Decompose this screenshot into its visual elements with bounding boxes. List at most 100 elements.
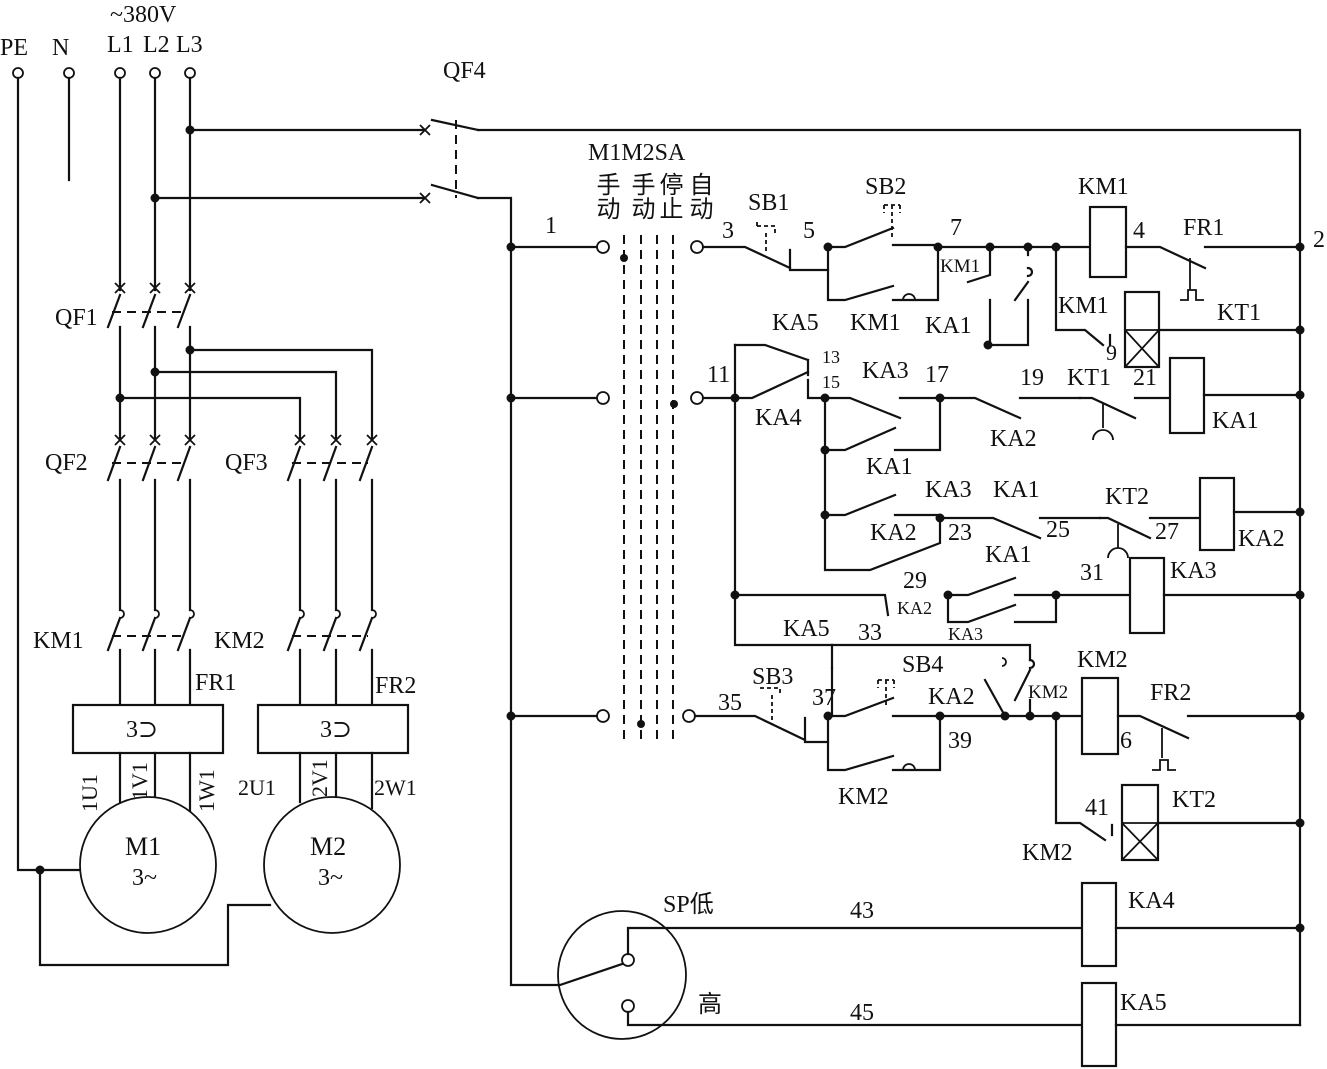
fr2-contact-actuator [1152, 728, 1176, 771]
ka1-contact-top [966, 245, 992, 347]
node-9: 9 [1106, 340, 1117, 365]
node-41: 41 [1085, 795, 1109, 821]
selector-header: M1M2SA [588, 140, 686, 166]
qf4-x-top [419, 124, 431, 136]
m2-leads [298, 751, 374, 810]
km1-coil-label: KM1 [1078, 174, 1129, 200]
junction-rail-ka3 [1295, 590, 1305, 600]
junction-rail-km1 [1295, 242, 1305, 252]
ka3-coil-label: KA3 [1170, 558, 1217, 584]
sb3-label: SB3 [752, 664, 793, 690]
fr1-thermal-relay [71, 703, 225, 755]
selector-switch-sa: M1M2SA 手动 手动 停止 自动 1 [509, 140, 712, 742]
supply-voltage-label: ~380V [110, 2, 177, 28]
km2-self-label: KM2 [1028, 682, 1068, 703]
sa-left-contact-1 [596, 240, 610, 254]
junction-rail-ka1 [1295, 390, 1305, 400]
ka5-rung5-label: KA5 [783, 616, 830, 642]
rung4-wire-33 [733, 593, 890, 617]
ka1-top-label: KA1 [925, 313, 972, 339]
node-13: 13 [822, 347, 840, 367]
pe-wire [16, 76, 82, 872]
qf2-label: QF2 [45, 450, 88, 476]
km1-main-contacts [106, 609, 195, 707]
qf3-l3-junction [185, 345, 195, 355]
sa-right-contact-3 [682, 709, 696, 723]
node-17: 17 [925, 362, 949, 388]
qf1-label: QF1 [55, 305, 98, 331]
l1-label: L1 [107, 32, 134, 58]
pe-terminal [12, 67, 24, 79]
fr1-relay-symbol: 3⊃ [126, 717, 158, 743]
ka2-rung4-label: KA2 [897, 598, 932, 618]
fr2-label: FR2 [375, 673, 416, 699]
node-6: 6 [1120, 728, 1132, 754]
motor-m2-phase: 3~ [318, 865, 343, 891]
kt2-timed-actuator [1107, 524, 1129, 559]
kt1-timed-contact [1078, 396, 1172, 420]
pe-label: PE [0, 35, 28, 61]
sp-switch-blade [558, 962, 624, 987]
qf3-feed-l3 [188, 348, 374, 442]
qf3-l2-junction [150, 367, 160, 377]
m1-term-u: 1U1 [77, 774, 102, 812]
motor-m2 [263, 796, 401, 934]
m2-term-v: 2V1 [307, 759, 332, 797]
node-23: 23 [948, 520, 972, 546]
ka1-self-contact [986, 245, 1034, 347]
node-11: 11 [707, 362, 730, 388]
level-switch-body [557, 910, 687, 1040]
sa-right-contact-2 [690, 391, 704, 405]
fr2-contact [1116, 714, 1302, 740]
sb1-actuator [756, 222, 776, 252]
n-label: N [52, 35, 69, 61]
junction-ka2-km2 [1000, 711, 1010, 721]
sp-high-contact [621, 999, 635, 1013]
qf4-x-bottom [419, 192, 431, 204]
ka5-coil-label: KA5 [1120, 990, 1167, 1016]
l3-label: L3 [176, 32, 203, 58]
km1-kt1-label: KM1 [1058, 293, 1109, 319]
kt2-contact-label: KT2 [1105, 484, 1149, 510]
node-35: 35 [718, 690, 742, 716]
fr2-control-label: FR2 [1150, 680, 1191, 706]
sa-pos-auto [670, 400, 678, 408]
kt1-coil-label: KT1 [1217, 300, 1261, 326]
node-39: 39 [948, 728, 972, 754]
selector-col-auto: 自动 [685, 172, 712, 220]
l1-terminal [114, 67, 126, 79]
rung-km2: KA5 35 SB3 37 SB4 KM2 39 KA2 KM2 KM2 6 F… [693, 616, 1305, 866]
sp-low-wire [626, 926, 1084, 956]
selector-col-m1-manual: 手动 [592, 172, 619, 220]
junction-5 [823, 242, 833, 252]
ka1-holding-label: KA1 [866, 454, 913, 480]
sa-left-contact-2 [596, 391, 610, 405]
qf3-l1-junction [115, 393, 125, 403]
auto-bus [733, 343, 834, 670]
fr1-contact-actuator [1180, 258, 1204, 301]
node-45: 45 [850, 1000, 874, 1026]
sa-pos-m1 [620, 254, 628, 262]
sb2-actuator [883, 204, 901, 238]
ka1-rung4-label: KA1 [985, 542, 1032, 568]
qf4-label: QF4 [443, 58, 486, 84]
node-29: 29 [903, 568, 927, 594]
ka3-rung3-contact [823, 493, 942, 517]
kt2-coil-label: KT2 [1172, 787, 1216, 813]
node-43: 43 [850, 898, 874, 924]
junction-rail-kt1 [1295, 325, 1305, 335]
l2-junction [150, 193, 160, 203]
motor-m1 [79, 796, 217, 934]
l3-terminal [184, 67, 196, 79]
km1-holding-contact [826, 245, 940, 302]
junction-rail-kt2 [1295, 818, 1305, 828]
ka1-coil [1168, 356, 1206, 435]
node-5: 5 [803, 218, 815, 244]
kt1-timed-actuator [1092, 404, 1114, 441]
node-31: 31 [1080, 560, 1104, 586]
m2-term-w: 2W1 [374, 775, 417, 800]
qf4-and-rails: QF4 2 [419, 58, 1325, 1027]
sb4-label: SB4 [902, 652, 943, 678]
sb3-stop-button [693, 714, 830, 744]
